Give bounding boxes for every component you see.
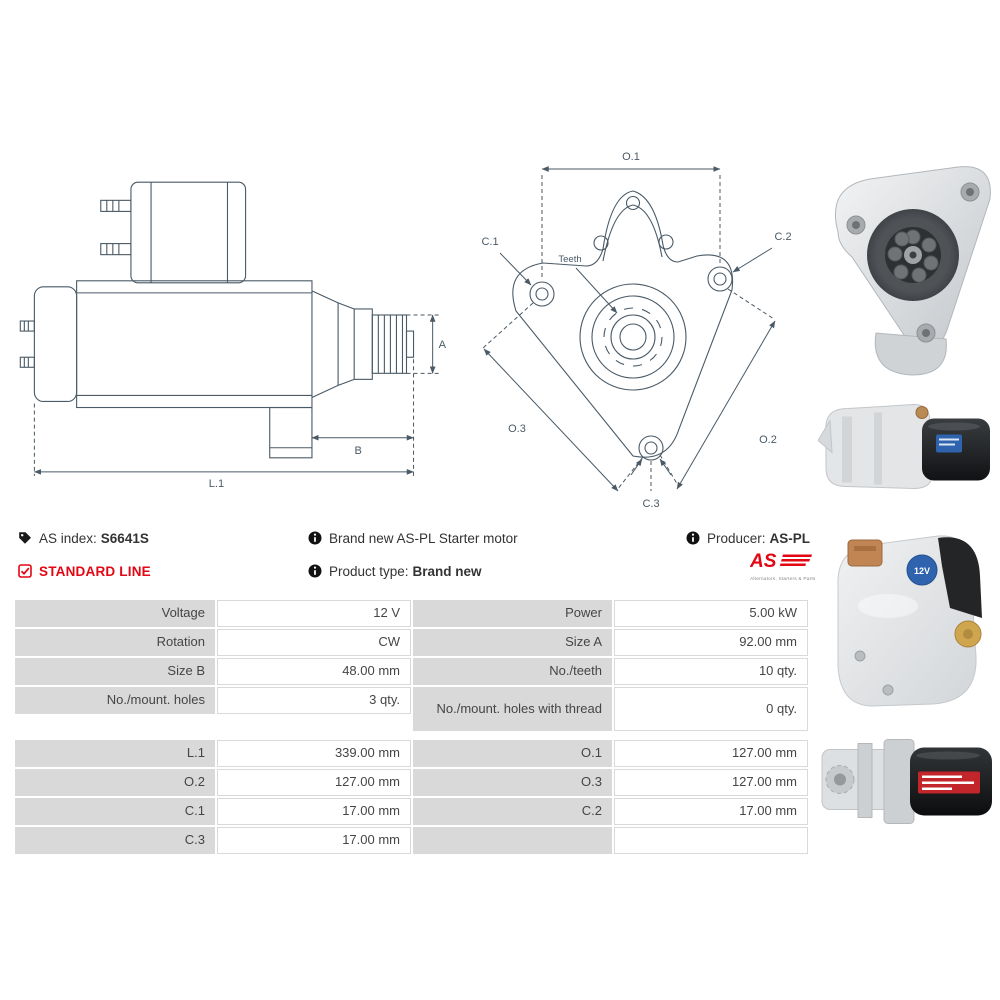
info-icon xyxy=(308,531,322,545)
side-view-drawing: A B L.1 xyxy=(19,181,447,490)
dim-label-l1: L.1 xyxy=(209,478,224,490)
table-row: C.3 17.00 mm xyxy=(15,827,810,854)
dim-label-o3: O.3 xyxy=(508,423,526,435)
producer-row: Producer: AS-PL xyxy=(686,529,810,547)
spec-label: C.2 xyxy=(413,798,612,825)
voltage-sticker: 12V xyxy=(914,566,930,576)
front-view-drawing: O.1 C.1 C.2 Teeth O.3 O.2 C.3 xyxy=(481,151,791,510)
table-row: O.2 127.00 mm O.3 127.00 mm xyxy=(15,769,810,796)
dim-label-b: B xyxy=(355,445,362,457)
table-row: No./mount. holes 3 qty. No./mount. holes… xyxy=(15,687,810,731)
dim-label-o1: O.1 xyxy=(622,151,640,163)
side-dimensions xyxy=(33,314,439,476)
spec-label: No./mount. holes with thread xyxy=(413,687,612,731)
info-icon xyxy=(308,564,322,578)
spec-value: 12 V xyxy=(217,600,411,627)
standard-line-row: STANDARD LINE xyxy=(18,562,151,580)
dim-label-c1: C.1 xyxy=(481,236,498,248)
spec-label: Voltage xyxy=(15,600,215,627)
dim-label-c2: C.2 xyxy=(774,231,791,243)
spec-value: 17.00 mm xyxy=(217,827,411,854)
solenoid-outline xyxy=(100,181,247,284)
spec-value: 0 qty. xyxy=(614,687,808,731)
spec-value xyxy=(614,827,808,854)
table-row: Rotation CW Size A 92.00 mm xyxy=(15,629,810,656)
dim-label-c3: C.3 xyxy=(642,498,659,510)
spec-value: 17.00 mm xyxy=(217,798,411,825)
spec-value: 17.00 mm xyxy=(614,798,808,825)
product-type-row: Product type: Brand new xyxy=(308,562,482,580)
product-photo-angled: 12V xyxy=(837,535,982,707)
standard-line-label: STANDARD LINE xyxy=(39,563,151,579)
spec-label: O.3 xyxy=(413,769,612,796)
motor-body-outline xyxy=(19,280,313,459)
dim-label-a: A xyxy=(439,339,447,351)
planetary-gear xyxy=(867,209,959,301)
product-photo-front xyxy=(834,166,991,376)
producer-value: AS-PL xyxy=(769,530,811,546)
spec-value: 127.00 mm xyxy=(614,740,808,767)
table-row: C.1 17.00 mm C.2 17.00 mm xyxy=(15,798,810,825)
spec-label: Size A xyxy=(413,629,612,656)
product-type-label: Product type: xyxy=(329,563,409,579)
gear-outline xyxy=(579,283,687,391)
info-icon xyxy=(686,531,700,545)
spec-value: 127.00 mm xyxy=(217,769,411,796)
table-row: L.1 339.00 mm O.1 127.00 mm xyxy=(15,740,810,767)
product-photo-side-2 xyxy=(821,739,992,824)
product-photo-side-1 xyxy=(818,403,990,490)
as-index-row: AS index: S6641S xyxy=(18,529,149,547)
spec-label: Power xyxy=(413,600,612,627)
as-pl-logo-icon: AS xyxy=(749,551,812,572)
spec-value: 92.00 mm xyxy=(614,629,808,656)
table-group-separator xyxy=(15,733,810,738)
spec-value: 5.00 kW xyxy=(614,600,808,627)
product-description: Brand new AS-PL Starter motor xyxy=(329,530,518,546)
spec-label: Rotation xyxy=(15,629,215,656)
spec-label: O.1 xyxy=(413,740,612,767)
as-index-value: S6641S xyxy=(100,530,149,546)
dim-label-teeth: Teeth xyxy=(558,254,581,265)
spec-label: No./mount. holes xyxy=(15,687,215,714)
front-dimensions xyxy=(482,166,776,492)
spec-label: No./teeth xyxy=(413,658,612,685)
description-row: Brand new AS-PL Starter motor xyxy=(308,529,518,547)
table-row: Size B 48.00 mm No./teeth 10 qty. xyxy=(15,658,810,685)
spec-value: 10 qty. xyxy=(614,658,808,685)
spec-label: O.2 xyxy=(15,769,215,796)
product-type-value: Brand new xyxy=(412,563,482,579)
as-index-label: AS index: xyxy=(39,530,97,546)
spec-value: 3 qty. xyxy=(217,687,411,714)
as-pl-logo: AS Alternators, Starters & Parts xyxy=(749,551,816,582)
spec-label: Size B xyxy=(15,658,215,685)
tag-icon xyxy=(19,532,31,544)
flange-outline xyxy=(512,190,734,458)
spec-table: Voltage 12 V Power 5.00 kW Rotation CW S… xyxy=(15,600,810,854)
spec-label: C.3 xyxy=(15,827,215,854)
checkbox-icon xyxy=(18,564,32,578)
spec-value: CW xyxy=(217,629,411,656)
spec-label: L.1 xyxy=(15,740,215,767)
spec-label: C.1 xyxy=(15,798,215,825)
spec-value: 339.00 mm xyxy=(217,740,411,767)
mounting-holes xyxy=(529,266,733,461)
dim-label-o2: O.2 xyxy=(759,434,777,446)
table-row: Voltage 12 V Power 5.00 kW xyxy=(15,600,810,627)
pinion-gear-outline xyxy=(311,290,415,398)
spec-label xyxy=(413,827,612,854)
logo-text: AS xyxy=(750,551,777,571)
spec-value: 127.00 mm xyxy=(614,769,808,796)
spec-value: 48.00 mm xyxy=(217,658,411,685)
logo-subtitle: Alternators, Starters & Parts xyxy=(750,577,816,582)
producer-label: Producer: xyxy=(707,530,766,546)
